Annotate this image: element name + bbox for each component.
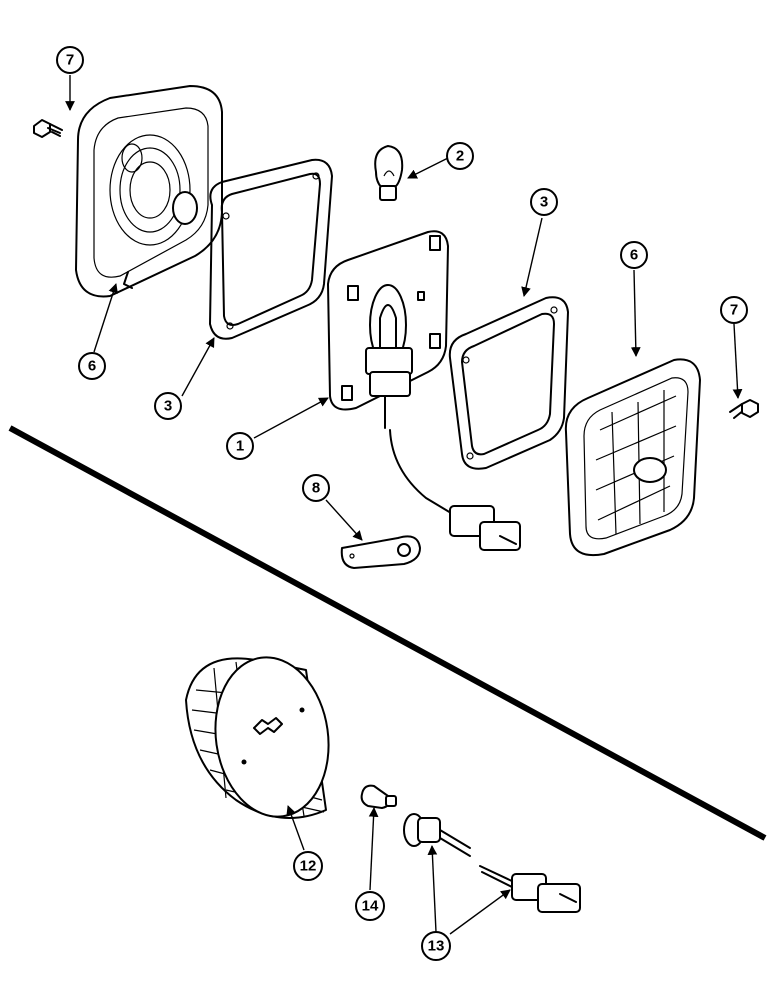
lens-right bbox=[564, 358, 701, 556]
bulb-socket bbox=[403, 813, 471, 857]
callout-1: 1 bbox=[226, 432, 254, 460]
lamp-base-plate bbox=[327, 230, 521, 551]
leader-lines bbox=[65, 75, 743, 935]
section-divider bbox=[8, 425, 767, 841]
callout-label: 6 bbox=[630, 247, 638, 264]
callout-2: 2 bbox=[446, 142, 474, 170]
callout-label: 13 bbox=[428, 938, 445, 955]
connector-gasket bbox=[340, 535, 421, 569]
callout-label: 12 bbox=[300, 858, 317, 875]
callout-3-left: 3 bbox=[154, 392, 182, 420]
screw-right bbox=[729, 399, 759, 419]
callout-label: 14 bbox=[362, 898, 379, 915]
round-lamp bbox=[185, 656, 330, 819]
screw-left bbox=[33, 119, 63, 138]
callout-label: 6 bbox=[88, 358, 96, 375]
bulb-top bbox=[374, 145, 404, 201]
callout-7-left: 7 bbox=[56, 46, 84, 74]
callout-label: 2 bbox=[456, 148, 464, 165]
callout-label: 1 bbox=[236, 438, 244, 455]
callout-label: 8 bbox=[312, 480, 320, 497]
small-bulb bbox=[360, 784, 397, 809]
callout-3-right: 3 bbox=[530, 188, 558, 216]
callout-7-right: 7 bbox=[720, 296, 748, 324]
callout-13: 13 bbox=[421, 931, 451, 961]
callout-6-right: 6 bbox=[620, 241, 648, 269]
gasket-right bbox=[448, 296, 569, 470]
gasket-left bbox=[209, 158, 333, 340]
housing-left bbox=[75, 85, 223, 298]
callout-14: 14 bbox=[355, 891, 385, 921]
callout-label: 7 bbox=[730, 302, 738, 319]
callout-12: 12 bbox=[293, 851, 323, 881]
callout-6-left: 6 bbox=[78, 352, 106, 380]
callout-label: 7 bbox=[66, 52, 74, 69]
callout-label: 3 bbox=[540, 194, 548, 211]
callout-label: 3 bbox=[164, 398, 172, 415]
connector-plug bbox=[479, 865, 581, 913]
callout-8: 8 bbox=[302, 474, 330, 502]
